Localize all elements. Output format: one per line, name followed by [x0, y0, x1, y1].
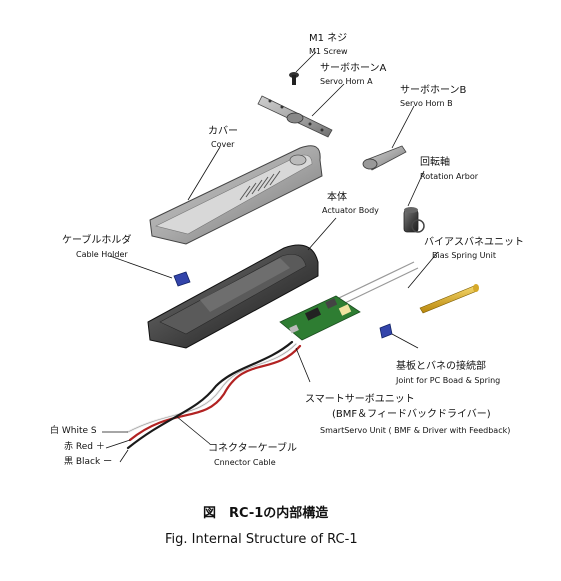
caption-jp: 図 RC-1の内部構造 [203, 506, 329, 521]
wire-black-label: 黒 Black ー [64, 457, 113, 467]
servo-horn-a-label-en: Servo Horn A [320, 77, 373, 86]
cable-holder-label-jp: ケーブルホルダ [62, 235, 132, 246]
servo-horn-b-part [362, 145, 407, 171]
rotation-arbor-part [403, 207, 425, 233]
servo-horn-a-part [257, 95, 333, 138]
cable-holder-label-en: Cable Holder [76, 250, 128, 259]
connector-cable-part [126, 340, 302, 450]
bias-spring-unit-label-en: Bias Spring Unit [432, 251, 496, 260]
actuator-body-label-jp: 本体 [327, 192, 347, 203]
cover-label-jp: カバー [208, 126, 238, 137]
smartservo-label-jp: スマートサーボユニット [305, 394, 415, 405]
cover-part [149, 145, 323, 245]
wire-red-label: 赤 Red ＋ [64, 442, 105, 452]
actuator-body-part [147, 244, 319, 349]
servo-horn-b-label-en: Servo Horn B [400, 99, 453, 108]
caption-en: Fig. Internal Structure of RC-1 [165, 532, 358, 547]
smartservo-unit-part [279, 261, 419, 341]
smartservo-label-en: SmartServo Unit ( BMF & Driver with Feed… [320, 426, 511, 435]
cover-label-en: Cover [211, 140, 235, 149]
connector-cable-label-jp: コネクターケーブル [208, 443, 297, 454]
rotation-arbor-label-en: Rotation Arbor [420, 172, 479, 181]
wire-white-label: 白 White S [50, 426, 97, 436]
joint-part [379, 323, 393, 339]
joint-label-jp: 基板とバネの接続部 [396, 361, 486, 372]
smartservo-label-jp2: (BMF＆フィードバックドライバー) [332, 409, 491, 420]
m1-screw-label-en: M1 Screw [309, 47, 348, 56]
m1-screw-label-jp: M1 ネジ [309, 33, 348, 44]
m1-screw-part [289, 72, 299, 85]
bias-spring-unit-part [419, 284, 479, 314]
rotation-arbor-label-jp: 回転軸 [420, 157, 450, 168]
servo-horn-a-label-jp: サーボホーンA [320, 63, 387, 74]
connector-cable-label-en: Cnnector Cable [214, 458, 276, 467]
leader-lines [102, 51, 439, 463]
bias-spring-unit-label-jp: バイアスバネユニット [424, 237, 524, 248]
servo-horn-b-label-jp: サーボホーンB [400, 85, 467, 96]
actuator-body-label-en: Actuator Body [322, 206, 379, 215]
joint-label-en: Joint for PC Boad & Spring [396, 376, 501, 385]
cable-holder-part [173, 271, 191, 287]
